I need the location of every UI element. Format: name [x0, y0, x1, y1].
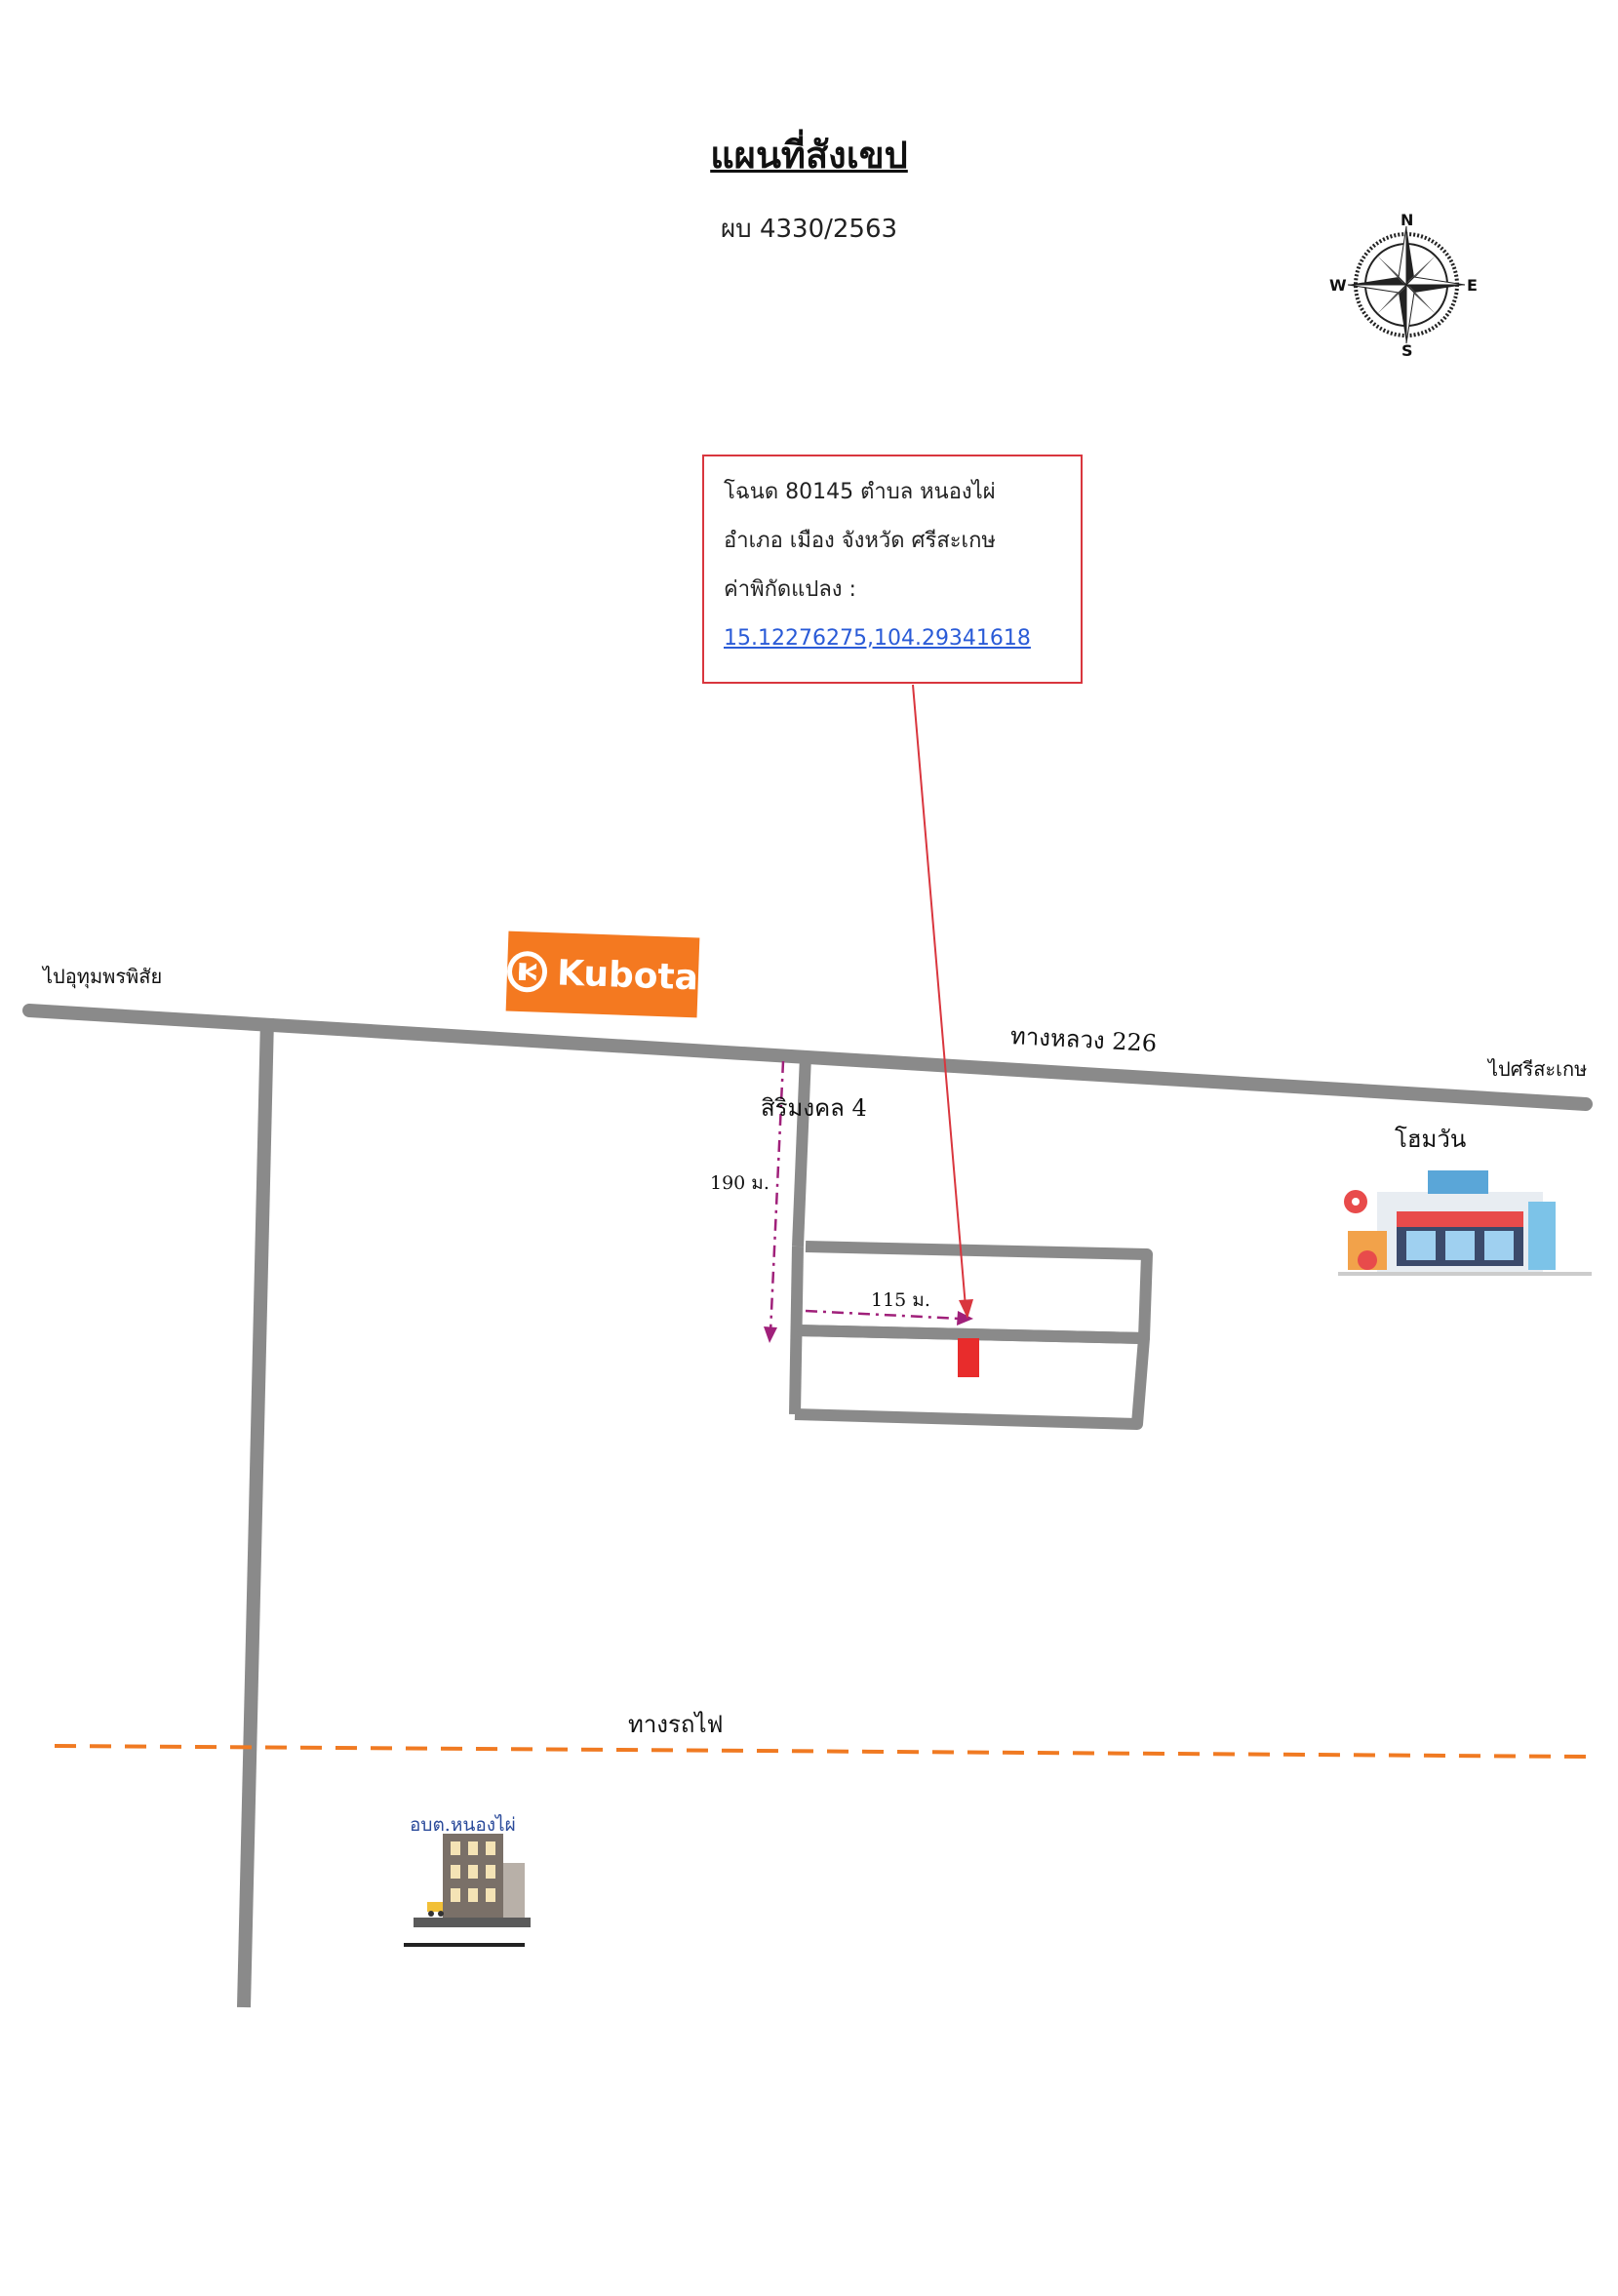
page-title: แผนที่สังเขป	[710, 134, 908, 177]
horizontal-distance-label: 115 ม.	[871, 1289, 930, 1311]
vertical-distance-label: 190 ม.	[710, 1172, 770, 1194]
coordinate-label: ค่าพิกัดแปลง :	[724, 577, 856, 602]
compass-north-label: N	[1401, 211, 1414, 229]
compass-icon	[1347, 225, 1466, 344]
soi-sirimongkol-road	[792, 1054, 811, 1247]
kubota-logo-icon	[506, 950, 548, 994]
to-east-label: ไปศรีสะเกษ	[1488, 1057, 1588, 1081]
lower-block-outline	[794, 1325, 1150, 1430]
obt-label: อบต.หนองไผ่	[410, 1814, 516, 1836]
compass-south-label: S	[1401, 341, 1413, 360]
pointer-arrowhead	[959, 1299, 973, 1319]
document-number: ผบ 4330/2563	[720, 215, 898, 244]
parcel-info-box: โฉนด 80145 ตำบล หนองไผ่ อำเภอ เมือง จังห…	[702, 455, 1083, 684]
compass-west-label: W	[1329, 276, 1347, 295]
obt-building-icon	[404, 1834, 531, 1947]
kubota-landmark: Kubota	[505, 930, 700, 1018]
vertical-distance-line	[769, 1060, 785, 1333]
railway-line	[54, 1744, 1591, 1759]
shop-icon	[1338, 1170, 1592, 1276]
soi-lower-road	[789, 1246, 804, 1415]
land-parcel-marker	[958, 1338, 979, 1377]
coordinate-link[interactable]: 15.12276275,104.29341618	[724, 626, 1031, 651]
to-west-label: ไปอุทุมพรพิสัย	[43, 965, 163, 988]
soi-label: สิริมงคล 4	[761, 1094, 867, 1122]
homepro-label: โฮมวัน	[1395, 1126, 1467, 1153]
horizontal-distance-arrowhead	[957, 1311, 973, 1326]
highway-label: ทางหลวง 226	[1009, 1022, 1158, 1057]
district-line: อำเภอ เมือง จังหวัด ศรีสะเกษ	[724, 529, 996, 553]
west-side-road	[237, 1017, 274, 2008]
railway-label: ทางรถไฟ	[628, 1711, 724, 1738]
compass-east-label: E	[1467, 276, 1478, 295]
pointer-line	[912, 684, 967, 1308]
deed-line: โฉนด 80145 ตำบล หนองไผ่	[724, 480, 996, 504]
kubota-label: Kubota	[556, 952, 699, 998]
vertical-distance-arrowhead	[764, 1326, 777, 1343]
upper-block-outline	[797, 1241, 1153, 1344]
